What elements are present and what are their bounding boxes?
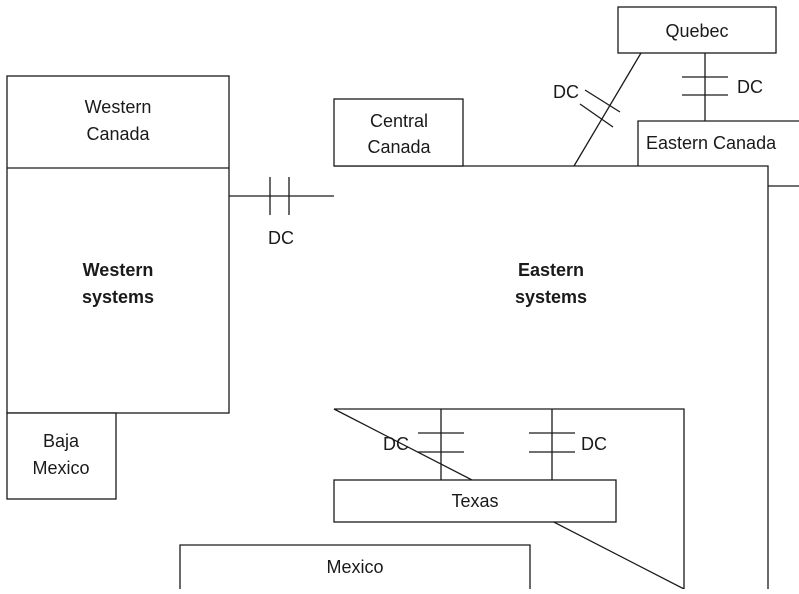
western-canada-label-line1: Western xyxy=(85,97,152,117)
quebec-eastern-canada-dc-label: DC xyxy=(737,77,763,97)
eastern-systems-block xyxy=(333,165,769,591)
western-systems-block xyxy=(6,75,230,414)
mexico-box xyxy=(179,544,531,589)
western-canada-label-line2: Canada xyxy=(86,124,150,144)
quebec-east-dc-label: DC xyxy=(553,82,579,102)
central-canada-box xyxy=(333,98,464,167)
baja-mexico-box xyxy=(6,412,117,500)
quebec-east-tie-line xyxy=(573,52,642,167)
central-canada-label-line2: Canada xyxy=(367,137,431,157)
quebec-east-dc-bar-bottom xyxy=(579,103,614,128)
baja-mexico-label-line2: Mexico xyxy=(32,458,89,478)
texas-label: Texas xyxy=(451,491,498,511)
mexico-label: Mexico xyxy=(326,557,383,577)
west-east-dc-label: DC xyxy=(268,228,294,248)
quebec-east-dc-bar-top xyxy=(584,89,621,113)
texas-left-dc-label: DC xyxy=(383,434,409,454)
western-systems-label-line2: systems xyxy=(82,287,154,307)
western-systems-label-line1: Western xyxy=(83,260,154,280)
eastern-systems-label-line1: Eastern xyxy=(518,260,584,280)
quebec-label: Quebec xyxy=(665,21,728,41)
central-canada-label-line1: Central xyxy=(370,111,428,131)
eastern-systems-label-line2: systems xyxy=(515,287,587,307)
quebec-box xyxy=(617,6,777,54)
texas-box xyxy=(333,479,617,523)
baja-mexico-label-line1: Baja xyxy=(43,431,80,451)
eastern-canada-label: Eastern Canada xyxy=(646,133,777,153)
texas-right-dc-label: DC xyxy=(581,434,607,454)
eastern-canada-box xyxy=(637,120,799,166)
